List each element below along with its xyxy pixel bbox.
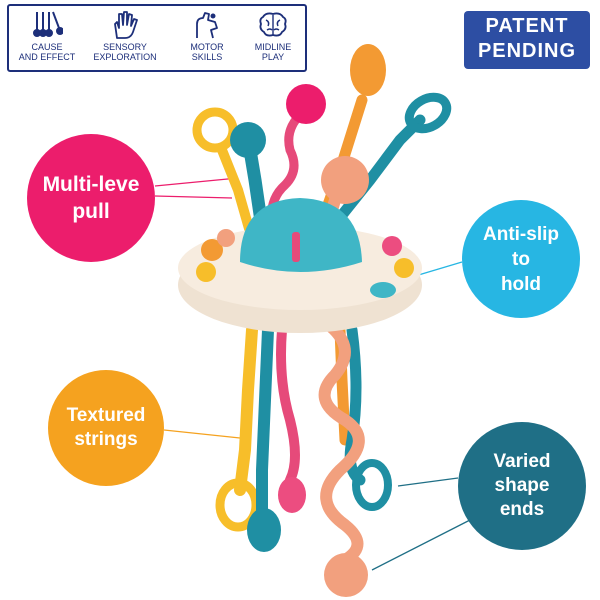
- benefit-label: CAUSE AND EFFECT: [18, 42, 76, 62]
- benefit-motor: MOTOR SKILLS: [169, 10, 245, 62]
- upper-ends: [230, 44, 386, 204]
- feature-anti-slip: Anti-slip to hold: [462, 200, 580, 318]
- yellow-upper-string: [217, 145, 255, 237]
- yellow-string-left: [234, 324, 258, 496]
- teal-bumpy-end: [247, 508, 281, 552]
- dome-shape: [240, 198, 362, 272]
- teal-dome: [240, 198, 362, 272]
- feature-varied-ends: Varied shape ends: [458, 422, 586, 550]
- pink-string: [276, 325, 300, 485]
- pink-disc-end: [286, 84, 326, 124]
- teal-upper-string: [324, 114, 426, 236]
- badge-line-2: PENDING: [477, 40, 577, 62]
- cup-teal: [370, 282, 396, 298]
- pendulum-icon: [33, 11, 63, 37]
- dome-slot: [292, 232, 300, 262]
- brain-icon: [259, 12, 287, 37]
- cup-orange-2: [196, 262, 216, 282]
- hand-icon: [114, 11, 138, 39]
- teal-ring-right: [352, 459, 392, 511]
- peach-round-end: [324, 553, 368, 597]
- leader-multi-level-2: [154, 195, 233, 199]
- benefit-label: MIDLINE PLAY: [254, 42, 292, 62]
- peach-disc-end: [321, 156, 369, 204]
- benefit-cause-effect: CAUSE AND EFFECT: [9, 10, 85, 62]
- yellow-upper-ring: [192, 107, 238, 153]
- orange-rod-end: [350, 44, 386, 96]
- cup-yellow: [394, 258, 414, 278]
- cup-orange-1: [201, 239, 223, 261]
- teal-ball-end: [230, 122, 266, 158]
- cup-peach: [217, 229, 235, 247]
- cup-pink-1: [382, 236, 402, 256]
- badge-line-1: PATENT: [485, 15, 569, 37]
- patent-pending-badge: PATENT PENDING: [464, 11, 590, 69]
- leader-varied-2: [371, 519, 471, 571]
- teal-upper-ring: [404, 92, 452, 134]
- benefit-label: MOTOR SKILLS: [190, 42, 224, 62]
- benefits-panel: CAUSE AND EFFECT SENSORY EXPLORATION MOT…: [7, 4, 307, 72]
- feature-textured-strings: Textured strings: [48, 370, 164, 486]
- fingers-icon: [196, 12, 218, 39]
- benefit-midline: MIDLINE PLAY: [235, 10, 311, 62]
- peach-wavy-string: [316, 314, 365, 566]
- teal-string: [256, 324, 274, 516]
- feature-multi-level-pull: Multi-leve pull: [27, 134, 155, 262]
- lower-ends: [247, 477, 368, 597]
- lower-strings: [215, 314, 392, 566]
- benefit-sensory: SENSORY EXPLORATION: [87, 10, 163, 62]
- leader-textured: [163, 429, 241, 439]
- leader-multi-level: [154, 177, 239, 187]
- pink-bumpy-end: [278, 477, 306, 513]
- benefit-label: SENSORY EXPLORATION: [93, 42, 157, 62]
- leader-varied-1: [397, 477, 459, 487]
